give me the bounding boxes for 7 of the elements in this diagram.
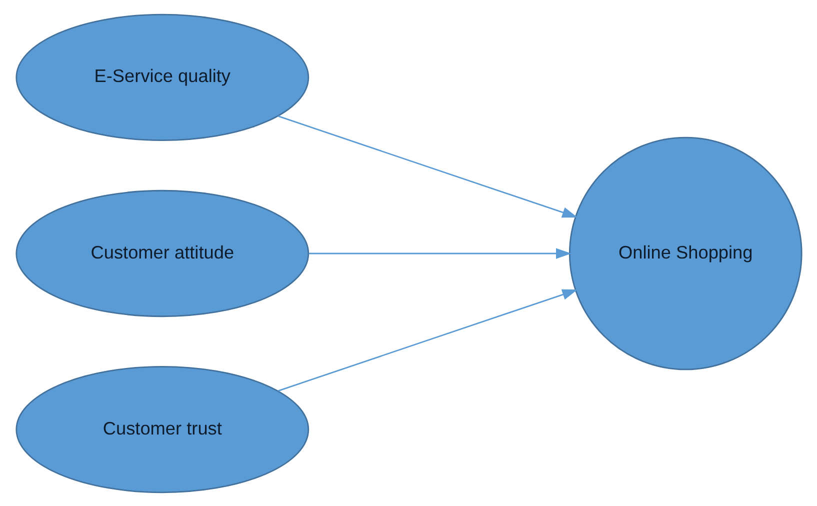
arrow — [277, 288, 578, 392]
arrow — [277, 114, 578, 218]
node-ellipse: Customer trust — [15, 365, 309, 493]
node-circle: Online Shopping — [568, 136, 802, 370]
node-ellipse: E-Service quality — [15, 13, 309, 141]
node-ellipse: Customer attitude — [15, 189, 309, 317]
arrow — [308, 248, 571, 258]
